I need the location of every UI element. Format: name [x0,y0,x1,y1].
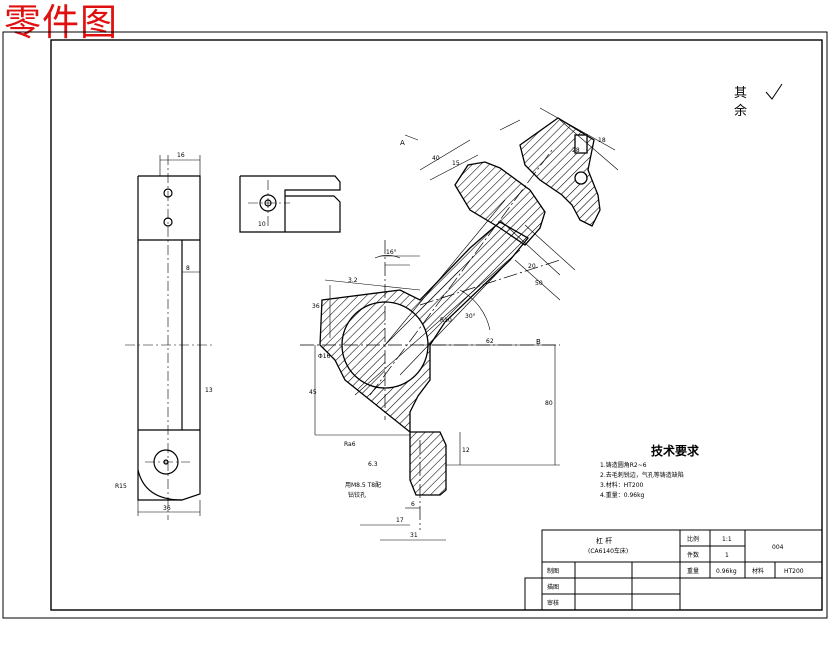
detail-centerlines [248,180,290,226]
dim-right-8: 8 [186,265,190,272]
dim-18: 18 [598,137,606,144]
inner-frame [50,39,823,611]
weight-label: 重量 [687,567,699,575]
qty-value: 1 [725,552,729,559]
dim-top-width: 16 [177,152,185,159]
drawn-label: 制图 [547,567,559,575]
tech-item-1: 1.铸造圆角R2~6 [600,461,647,469]
material-label: 材料 [752,567,764,575]
dim-small-w: 10 [258,221,266,228]
label-bolt-2: 钻铰孔 [348,491,366,499]
dim-31: 31 [410,532,418,539]
dim-6-3: 6.3 [368,461,378,468]
drawing-no: 004 [772,544,784,551]
dim-radius-left: R15 [115,483,127,490]
dim-40: 40 [432,155,440,162]
outer-frame [2,31,828,619]
review-label: 审核 [547,599,559,607]
surface-note-2: 余 [734,103,747,119]
scale-value: 1:1 [722,536,732,543]
dim-16deg: 16° [386,249,397,256]
tech-item-4: 4.重量：0.96kg [600,491,645,499]
tech-item-2: 2.去毛刺锐边，气孔等铸造缺陷 [600,471,684,479]
dim-12: 12 [462,447,470,454]
dim-62: 62 [486,338,494,345]
dim-45: 45 [309,389,317,396]
part-name: 杠 杆 [596,536,612,545]
tech-title: 技术要求 [651,443,700,458]
qty-label: 件数 [687,551,699,559]
part-sub: (CA6140车床) [588,547,628,555]
label-a: A [400,139,405,147]
detail-view-top [239,175,341,233]
title-block [524,529,823,611]
main-view-construction [314,107,619,541]
roughness-symbol-icon [765,83,783,100]
dim-ra: Ra6 [344,441,356,448]
material-value: HT200 [784,568,804,575]
dim-6: 6 [411,501,415,508]
weight-value: 0.96kg [716,568,737,575]
dim-left-width: 36 [163,505,171,512]
dim-r10: R10 [440,317,452,324]
dim-50: 50 [535,280,543,287]
side-view-dims [137,155,201,516]
dim-30deg: 30° [465,313,476,320]
dim-17: 17 [396,517,404,524]
side-view [137,175,201,501]
side-view-centerlines [125,155,215,520]
surface-note-1: 其 [734,86,747,101]
label-b: B [536,338,541,346]
scale-label: 比例 [687,535,699,543]
label-bolt: 用M8.5 T8配 [345,482,381,489]
dim-15: 15 [452,160,460,167]
dim-36: 36 [312,303,320,310]
watermark-title: 零件图 [4,1,118,44]
dim-20: 20 [528,263,536,270]
dim-phi: Φ16 [318,353,331,360]
dim-28: 28 [572,147,580,154]
tech-item-3: 3.材料：HT200 [600,481,644,489]
dim-13: 13 [205,387,213,394]
dim-3-2: 3.2 [348,277,358,284]
check-label: 描图 [547,583,559,591]
dim-80: 80 [545,400,553,407]
